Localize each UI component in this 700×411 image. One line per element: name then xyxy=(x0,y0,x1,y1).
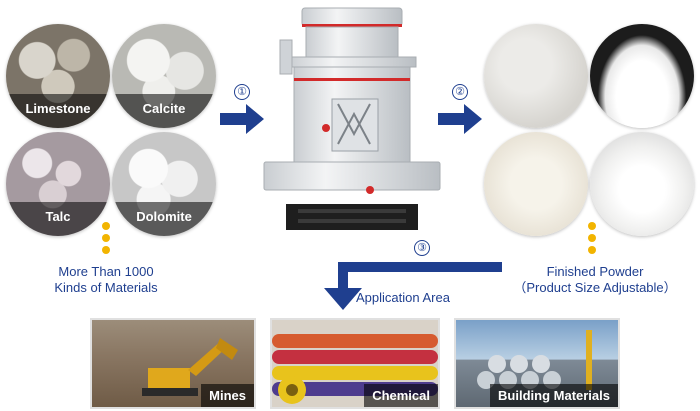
material-talc: Talc xyxy=(6,132,110,236)
application-mines: Mines xyxy=(90,318,256,409)
materials-caption: More Than 1000 Kinds of Materials xyxy=(54,264,158,295)
powder-photo-4 xyxy=(590,132,694,236)
finished-caption: Finished Powder （Product Size Adjustable… xyxy=(513,264,677,295)
material-limestone: Limestone xyxy=(6,24,110,128)
material-label: Limestone xyxy=(25,101,91,116)
step-3-badge: ③ xyxy=(414,240,430,256)
material-label: Talc xyxy=(45,209,71,224)
material-label: Calcite xyxy=(142,101,186,116)
application-title: Application Area xyxy=(356,290,450,305)
application-label: Mines xyxy=(201,384,254,407)
application-chemical: Chemical xyxy=(270,318,440,409)
dot-right-2 xyxy=(588,234,596,242)
raymond-mill-image xyxy=(263,7,441,230)
arrow-right-icon xyxy=(438,104,482,134)
material-calcite: Calcite xyxy=(112,24,216,128)
application-label: Building Materials xyxy=(490,384,618,407)
application-building-materials: Building Materials xyxy=(454,318,620,409)
mines-photo xyxy=(92,320,254,407)
powder-photo-2 xyxy=(590,24,694,128)
dot-right-3 xyxy=(588,246,596,254)
material-dolomite: Dolomite xyxy=(112,132,216,236)
dot-right-1 xyxy=(588,222,596,230)
powder-photo-3 xyxy=(484,132,588,236)
dot-left-2 xyxy=(102,234,110,242)
step-2-badge: ② xyxy=(452,84,468,100)
arrow-down-left-icon xyxy=(324,262,502,310)
material-label: Dolomite xyxy=(136,209,192,224)
dot-left-3 xyxy=(102,246,110,254)
powder-photo-1 xyxy=(484,24,588,128)
arrow-right-icon xyxy=(220,104,264,134)
application-label: Chemical xyxy=(364,384,438,407)
step-1-badge: ① xyxy=(234,84,250,100)
dot-left-1 xyxy=(102,222,110,230)
